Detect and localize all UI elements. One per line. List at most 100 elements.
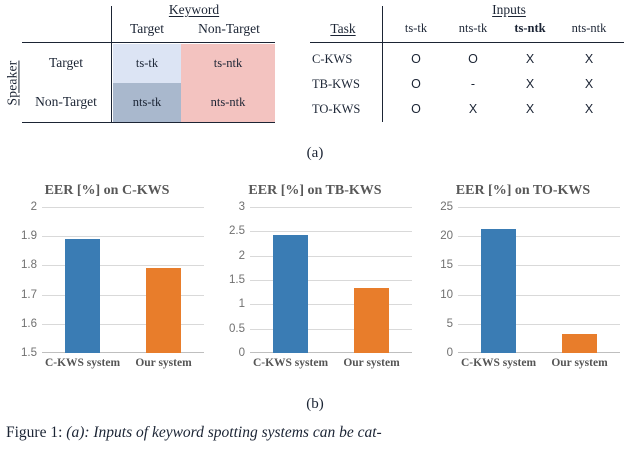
x-axis-tick-label: C-KWS system: [460, 357, 537, 369]
bar-our-system: [353, 288, 390, 353]
plot-area-tb-kws: 0 0.5 1 1.5 2 2.5 3: [229, 201, 412, 359]
matrix-cell-nts-tk: nts-tk: [113, 83, 181, 122]
y-axis-tick-label: 0: [238, 347, 245, 359]
y-axis-tick-label: 0: [446, 347, 453, 359]
gridline: [250, 280, 412, 281]
bar-c-kws-system: [480, 229, 517, 353]
x-axis-tick-label: Our system: [551, 357, 608, 369]
table-cell-to-kws-ts-ntk: X: [525, 102, 535, 116]
table-row-label-to-kws: TO-KWS: [312, 102, 361, 116]
y-axis-tick-label: 1.6: [21, 317, 37, 330]
bar-our-system: [561, 334, 598, 353]
inputs-vertical-rule: [382, 6, 384, 122]
gridline: [42, 207, 204, 208]
subfigure-label-a: (a): [306, 145, 324, 161]
matrix-column-group-header: Keyword: [168, 2, 220, 17]
subfigure-label-b: (b): [306, 396, 324, 412]
x-axis-tick-label: C-KWS system: [44, 357, 121, 369]
table-row-label-c-kws: C-KWS: [312, 52, 353, 66]
matrix-vertical-rule: [111, 6, 113, 122]
gridline: [42, 294, 204, 296]
axis-line-x: [42, 351, 204, 353]
matrix-bottom-rule: [22, 122, 275, 124]
chart-title-c-kws: EER [%] on C-KWS: [44, 183, 170, 198]
gridline: [250, 207, 412, 208]
bar-c-kws-system: [64, 239, 101, 353]
gridline: [250, 255, 412, 257]
table-cell-c-kws-nts-ntk: X: [584, 52, 594, 66]
y-axis-tick-label: 2: [238, 249, 245, 262]
table-cell-tb-kws-nts-ntk: X: [584, 77, 594, 91]
matrix-top-rule: [22, 42, 275, 44]
plot-area-c-kws: 1.5 1.6 1.7 1.8 1.9 2: [21, 201, 204, 359]
gridline: [458, 323, 620, 325]
y-axis-tick-label: 3: [238, 201, 245, 213]
gridline: [250, 231, 412, 233]
inputs-column-group-header: Inputs: [492, 2, 526, 17]
figure-caption-lead: Figure 1:: [6, 424, 63, 441]
gridline: [42, 236, 204, 238]
table-row-label-tb-kws: TB-KWS: [312, 77, 360, 91]
x-axis-tick-label: C-KWS system: [252, 357, 329, 369]
matrix-cell-nts-ntk: nts-ntk: [181, 83, 275, 122]
matrix-cell-ts-ntk: ts-ntk: [181, 44, 275, 83]
matrix-column-header-target: Target: [129, 21, 165, 36]
inputs-top-rule: [310, 42, 624, 44]
table-cell-c-kws-nts-tk: O: [468, 52, 478, 66]
y-axis-tick-label: 20: [440, 230, 453, 243]
matrix-row-group-header: Speaker: [2, 44, 22, 122]
matrix-row-header-target: Target: [48, 55, 84, 70]
figure-caption: Figure 1: (a): Inputs of keyword spottin…: [6, 424, 624, 442]
y-axis-tick-label: 5: [446, 317, 453, 330]
table-cell-to-kws-nts-tk: X: [468, 102, 478, 116]
bar-c-kws-system: [272, 234, 309, 353]
y-axis-tick-label: 1.5: [21, 347, 37, 359]
table-cell-c-kws-ts-tk: O: [411, 52, 421, 66]
y-axis-tick-label: 1: [238, 298, 245, 311]
y-axis-tick-label: 15: [440, 259, 453, 272]
gridline: [250, 328, 412, 330]
gridline: [250, 304, 412, 306]
axis-line-x: [458, 351, 620, 353]
gridline: [42, 323, 204, 325]
inputs-task-header: Task: [330, 21, 356, 36]
inputs-column-header-ts-ntk: ts-ntk: [514, 21, 546, 35]
table-cell-to-kws-ts-tk: O: [411, 102, 421, 116]
y-axis-tick-label: 0.5: [229, 322, 245, 335]
gridline: [458, 236, 620, 238]
keyword-speaker-matrix-table: Keyword Speaker Target Non-Target Target…: [0, 0, 300, 140]
y-axis-tick-label: 2.5: [229, 225, 245, 238]
x-axis-tick-label: Our system: [343, 357, 400, 369]
chart-tb-kws: EER [%] on TB-KWS 0 0.5 1 1.5 2 2.5 3 C-KWS sy…: [212, 183, 418, 383]
table-cell-tb-kws-nts-tk: -: [470, 77, 476, 91]
y-axis-tick-label: 1.9: [21, 230, 37, 243]
x-axis-tick-label: Our system: [135, 357, 192, 369]
table-cell-tb-kws-ts-tk: O: [411, 77, 421, 91]
y-axis-tick-label: 25: [440, 201, 453, 213]
bar-our-system: [145, 268, 182, 353]
matrix-cell-ts-tk: ts-tk: [113, 44, 181, 83]
chart-c-kws: EER [%] on C-KWS 1.5 1.6 1.7 1.8 1.9 2 C-KWS …: [4, 183, 210, 383]
inputs-column-header-nts-tk: nts-tk: [458, 21, 488, 35]
chart-title-to-kws: EER [%] on TO-KWS: [455, 183, 591, 198]
gridline: [42, 265, 204, 267]
figure-caption-text: (a): Inputs of keyword spotting systems …: [62, 424, 382, 441]
matrix-row-group-header-text: Speaker: [4, 60, 20, 106]
table-cell-tb-kws-ts-ntk: X: [525, 77, 535, 91]
inputs-column-header-ts-tk: ts-tk: [404, 21, 428, 35]
table-cell-to-kws-nts-ntk: X: [584, 102, 594, 116]
table-cell-c-kws-ts-ntk: X: [525, 52, 535, 66]
gridline: [458, 294, 620, 296]
matrix-column-header-non-target: Non-Target: [198, 21, 260, 36]
task-inputs-table: Inputs Task ts-tk nts-tk ts-ntk nts-ntk …: [308, 0, 630, 140]
y-axis-tick-label: 1.7: [21, 288, 37, 301]
chart-title-tb-kws: EER [%] on TB-KWS: [248, 183, 382, 198]
gridline: [458, 207, 620, 208]
y-axis-tick-label: 2: [30, 201, 37, 213]
axis-line-x: [250, 351, 412, 353]
y-axis-tick-label: 1.8: [21, 259, 37, 272]
y-axis-tick-label: 1.5: [229, 274, 245, 286]
gridline: [458, 265, 620, 267]
